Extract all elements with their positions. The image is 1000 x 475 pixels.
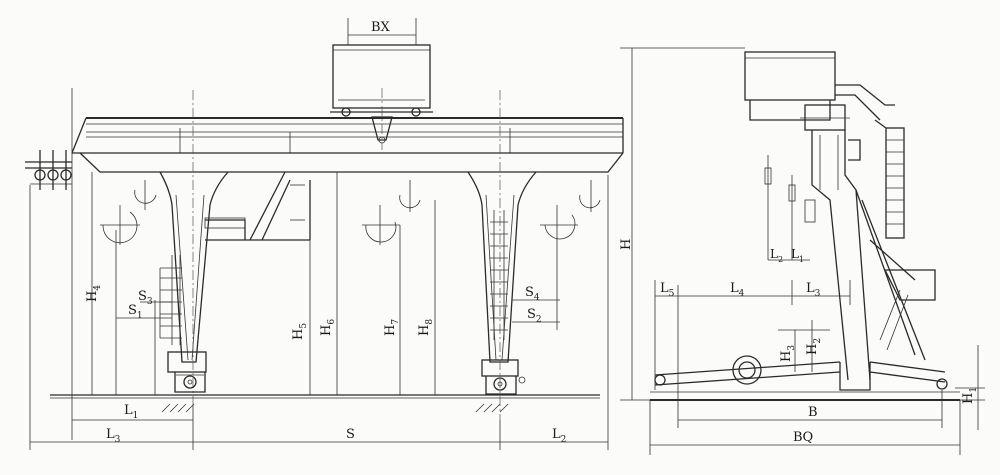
- label-l4: L4: [730, 281, 745, 299]
- label-l3: L3: [106, 427, 121, 445]
- svg-text:H1: H1: [961, 387, 979, 404]
- side-stairs: [869, 119, 916, 281]
- label-h3: H3: [779, 345, 797, 362]
- label-b: B: [808, 405, 818, 420]
- main-girder: [71, 117, 624, 173]
- label-h1: H1: [961, 387, 979, 404]
- svg-text:H3: H3: [779, 345, 797, 362]
- side-trolley: [744, 51, 836, 101]
- label-h: H: [619, 239, 634, 250]
- svg-text:H5: H5: [291, 323, 309, 340]
- side-dimensions: [620, 47, 985, 455]
- label-l2-side: L2: [770, 247, 783, 264]
- label-l1-side: L1: [791, 247, 804, 264]
- label-h5: H5: [291, 323, 309, 340]
- label-h7: H7: [383, 319, 401, 336]
- label-s2: S2: [527, 307, 542, 325]
- svg-text:H6: H6: [319, 319, 337, 336]
- ground-line: [50, 394, 600, 413]
- label-l3-side: L3: [806, 281, 821, 299]
- label-bq: BQ: [793, 430, 813, 445]
- side-base: [650, 355, 960, 401]
- label-s3: S3: [138, 289, 153, 307]
- front-dimensions: [29, 18, 609, 450]
- svg-text:H4: H4: [85, 285, 103, 302]
- side-view: H L2 L1 L5 L4 L3 H3 H2 H1 B BQ: [619, 47, 985, 455]
- label-l2: L2: [552, 427, 566, 445]
- svg-text:H7: H7: [383, 319, 401, 336]
- front-view: BX H4 S3 S1 H5 H6 H7 H8 S4 S2 L1 L3 S L2: [25, 18, 624, 450]
- svg-text:H: H: [619, 239, 634, 250]
- svg-text:H8: H8: [417, 319, 435, 336]
- label-h2: H2: [805, 338, 823, 355]
- label-bx: BX: [371, 20, 391, 35]
- label-s: S: [346, 427, 355, 442]
- left-leg: [100, 90, 311, 405]
- right-leg: [467, 90, 601, 420]
- label-s1: S1: [128, 303, 143, 321]
- hook-positions: [362, 180, 421, 245]
- label-l5: L5: [660, 281, 675, 299]
- label-s4: S4: [525, 285, 540, 303]
- label-h8: H8: [417, 319, 435, 336]
- end-sheaves: [25, 150, 72, 190]
- label-h6: H6: [319, 319, 337, 336]
- svg-text:H2: H2: [805, 338, 823, 355]
- label-l1: L1: [124, 403, 138, 421]
- trolley: [330, 44, 433, 150]
- label-h4: H4: [85, 285, 103, 302]
